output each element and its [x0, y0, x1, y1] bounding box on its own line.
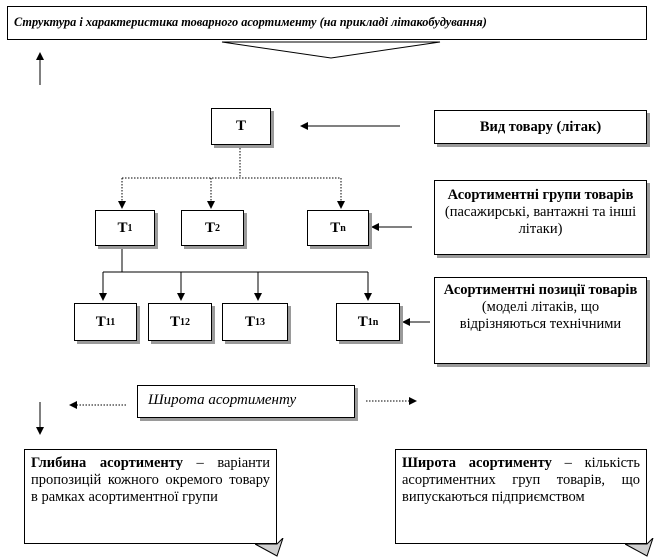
title-chevron	[221, 41, 441, 59]
product-type-label: Вид товару (літак)	[434, 110, 647, 144]
assortment-groups-label: Асортиментні групи товарів (пасажирські,…	[434, 180, 647, 255]
depth-note-fold	[255, 538, 284, 557]
diagram-title: Структура і характеристика товарного асо…	[7, 6, 647, 40]
width-label-box: Широта асортименту	[137, 385, 355, 418]
assortment-positions-label: Асортиментні позиції товарів (моделі літ…	[434, 277, 647, 364]
node-t: Т	[211, 108, 271, 145]
title-text: Структура і характеристика товарного асо…	[14, 15, 487, 29]
width-label-text: Широта асортименту	[148, 392, 297, 408]
width-definition-note: Широта асортименту – кількість асортимен…	[395, 449, 647, 544]
width-note-fold	[625, 538, 654, 557]
depth-definition-note: Глибина асортименту – варіанти пропозиці…	[24, 449, 277, 544]
